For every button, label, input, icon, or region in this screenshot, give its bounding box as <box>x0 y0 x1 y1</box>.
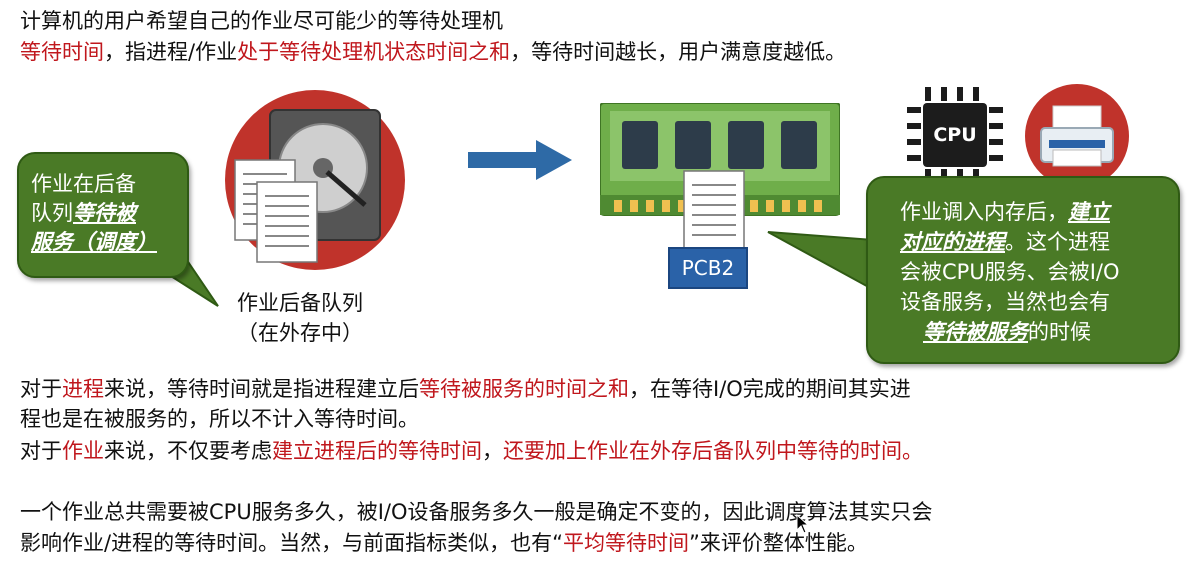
left-bubble-line-2-emph: 等待被 <box>73 201 136 225</box>
highlight-text: 平均等待时间 <box>562 531 689 555</box>
right-bubble-line-1: 作业调入内存后，建立 <box>900 198 1110 227</box>
highlight-text: 作业 <box>62 439 104 463</box>
right-bubble-line-5-plain: 的时候 <box>1028 320 1091 344</box>
text-segment: 来说，不仅要考虑 <box>104 439 272 463</box>
right-bubble-line-1-plain: 作业调入内存后， <box>900 200 1068 224</box>
highlight-text: 建立进程后的等待时间 <box>272 439 482 463</box>
intro-line-1: 计算机的用户希望自己的作业尽可能少的等待处理机 <box>20 9 503 33</box>
printer-icon <box>1040 105 1114 167</box>
text-segment: ， <box>482 439 503 463</box>
hard-disk-illustration <box>225 90 405 270</box>
right-bubble-tail <box>767 231 875 292</box>
left-speech-bubble: 作业在后备 队列等待被 服务（调度） <box>17 152 189 278</box>
process-para-line-1: 对于进程来说，等待时间就是指进程建立后等待被服务的时间之和，在等待I/O完成的期… <box>20 374 911 404</box>
process-para-line-2: 程也是在被服务的，所以不计入等待时间。 <box>20 404 419 434</box>
highlight-text: 等待被服务的时间之和 <box>419 377 629 401</box>
highlight-text: 进程 <box>62 377 104 401</box>
text-segment: ”来评价整体性能。 <box>688 531 868 555</box>
left-bubble-line-2: 队列等待被 <box>31 199 136 228</box>
text-segment: 对于 <box>20 377 62 401</box>
queue-caption-line-1: 作业后备队列 <box>237 291 363 315</box>
summary-para-line-2: 影响作业/进程的等待时间。当然，与前面指标类似，也有“平均等待时间”来评价整体性… <box>20 528 868 558</box>
text-segment: 影响作业/进程的等待时间。当然，与前面指标类似，也有“ <box>20 531 563 555</box>
job-para-line: 对于作业来说，不仅要考虑建立进程后的等待时间，还要加上作业在外存后备队列中等待的… <box>20 436 923 466</box>
highlight-text: 处于等待处理机状态时间之和 <box>237 40 511 64</box>
pcb-label-box: PCB2 <box>668 247 748 289</box>
highlight-text: 还要加上作业在外存后备队列中等待的时间。 <box>503 439 923 463</box>
text-segment: 一个作业总共需要被CPU服务多久，被I/O设备服务多久一般是确定不变的，因此调度… <box>20 500 933 524</box>
left-bubble-line-3-emph: 服务（调度） <box>31 230 157 254</box>
right-bubble-line-2-emph: 对应的进程 <box>900 230 1005 254</box>
queue-caption-line-2: （在外存中） <box>237 321 363 345</box>
text-segment: ，在等待I/O完成的期间其实进 <box>629 377 911 401</box>
right-bubble-line-5-emph: 等待被服务 <box>923 320 1028 344</box>
cpu-icon: CPU <box>923 103 987 167</box>
text-segment: 来说，等待时间就是指进程建立后 <box>104 377 419 401</box>
right-bubble-line-2-plain: 。这个进程 <box>1005 230 1110 254</box>
right-arrow-icon <box>468 140 572 180</box>
text-segment: ，指进程/作业 <box>104 40 238 64</box>
right-bubble-line-4: 设备服务，当然也会有 <box>900 290 1110 314</box>
pcb-document-icon <box>683 170 745 250</box>
highlight-text: 等待时间 <box>20 40 104 64</box>
printer-illustration <box>1025 84 1129 188</box>
right-bubble-line-5: 等待被服务的时候 <box>923 318 1091 347</box>
left-bubble-line-2-plain: 队列 <box>31 201 73 225</box>
left-bubble-line-3: 服务（调度） <box>31 228 157 257</box>
text-segment: 对于 <box>20 439 62 463</box>
right-bubble-line-1-emph: 建立 <box>1068 200 1110 224</box>
intro-line-2: 等待时间，指进程/作业处于等待处理机状态时间之和，等待时间越长，用户满意度越低。 <box>20 37 846 67</box>
right-bubble-line-3: 会被CPU服务、会被I/O <box>900 260 1120 284</box>
left-bubble-line-1: 作业在后备 <box>31 172 136 196</box>
mouse-cursor-icon <box>796 514 810 534</box>
right-speech-bubble: 作业调入内存后，建立 对应的进程。这个进程 会被CPU服务、会被I/O 设备服务… <box>866 176 1180 364</box>
text-segment: 程也是在被服务的，所以不计入等待时间。 <box>20 407 419 431</box>
summary-para-line-1: 一个作业总共需要被CPU服务多久，被I/O设备服务多久一般是确定不变的，因此调度… <box>20 497 933 527</box>
document-icon <box>234 159 318 263</box>
text-segment: ，等待时间越长，用户满意度越低。 <box>510 40 847 64</box>
right-bubble-line-2: 对应的进程。这个进程 <box>900 228 1110 257</box>
memory-module-icon <box>600 103 840 216</box>
